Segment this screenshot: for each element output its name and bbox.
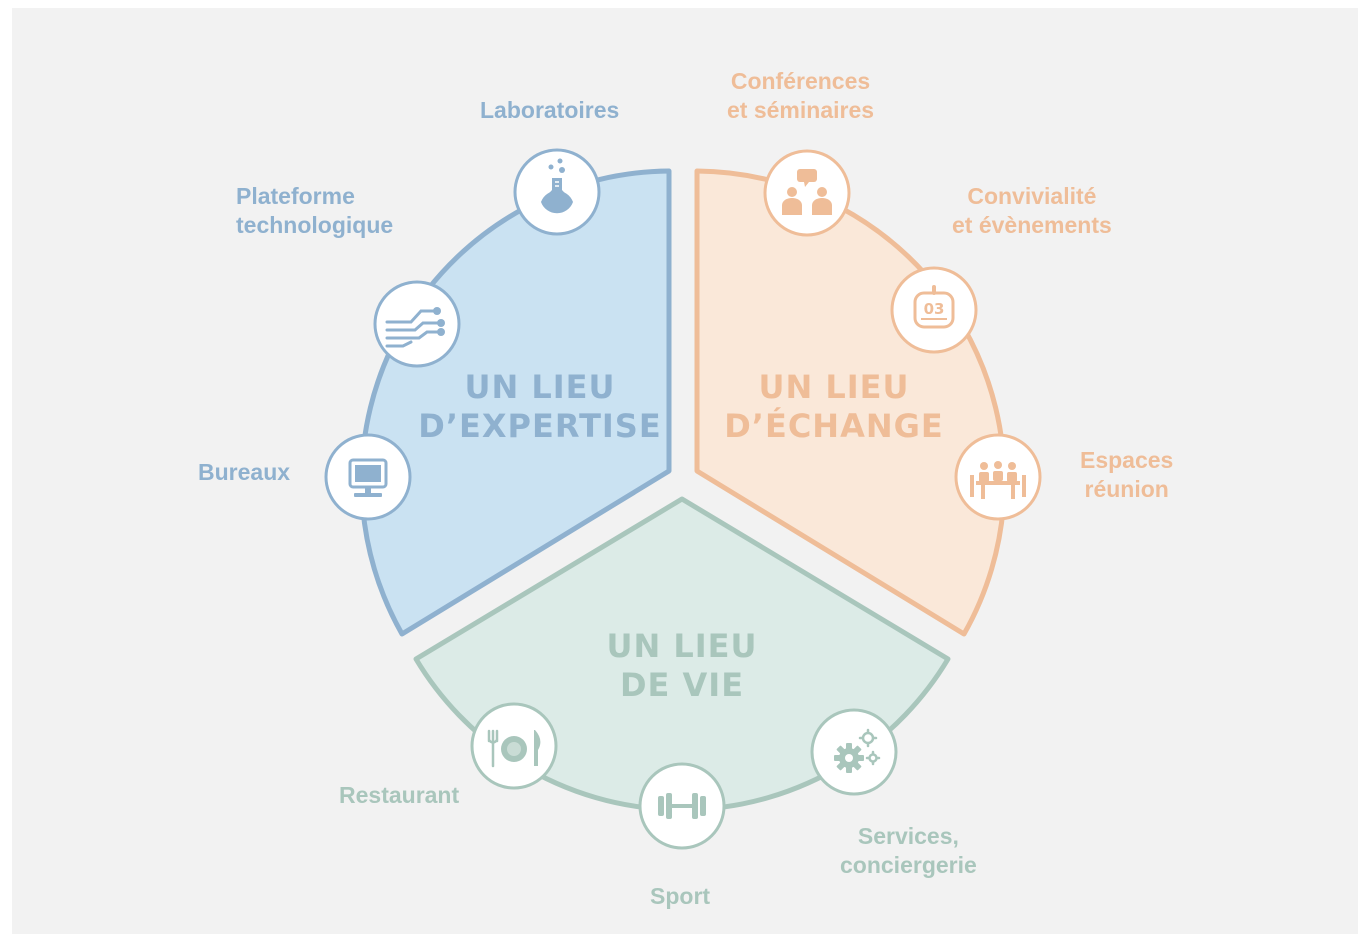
meeting-table-icon bbox=[954, 433, 1042, 521]
label-sport: Sport bbox=[650, 883, 711, 909]
calendar-icon-day: 03 bbox=[924, 300, 945, 318]
label-conferences-seminaires: Conférences et séminaires bbox=[727, 68, 875, 123]
lab-flask-icon bbox=[513, 148, 601, 236]
label-restaurant: Restaurant bbox=[339, 782, 460, 808]
diagram-canvas: 03 bbox=[12, 8, 1358, 934]
restaurant-plate-icon bbox=[470, 702, 558, 790]
gears-icon bbox=[810, 708, 898, 796]
three-sector-diagram: 03 bbox=[324, 148, 1042, 850]
label-convivialite-evenements: Convivialité et évènements bbox=[952, 183, 1112, 238]
title-vie: UN LIEU DE VIE bbox=[606, 627, 758, 704]
speech-people-icon bbox=[763, 149, 851, 237]
title-expertise: UN LIEU D’EXPERTISE bbox=[418, 368, 662, 445]
circuit-icon bbox=[373, 280, 461, 368]
computer-monitor-icon bbox=[324, 433, 412, 521]
label-espaces-reunion: Espaces réunion bbox=[1080, 447, 1174, 502]
title-echange: UN LIEU D’ÉCHANGE bbox=[724, 368, 944, 445]
label-services-conciergerie: Services, conciergerie bbox=[840, 823, 977, 878]
label-laboratoires: Laboratoires bbox=[480, 97, 620, 123]
dumbbell-icon bbox=[638, 762, 726, 850]
calendar-icon: 03 bbox=[890, 266, 978, 354]
label-plateforme-technologique: Plateforme technologique bbox=[236, 183, 394, 238]
label-bureaux: Bureaux bbox=[198, 459, 291, 485]
